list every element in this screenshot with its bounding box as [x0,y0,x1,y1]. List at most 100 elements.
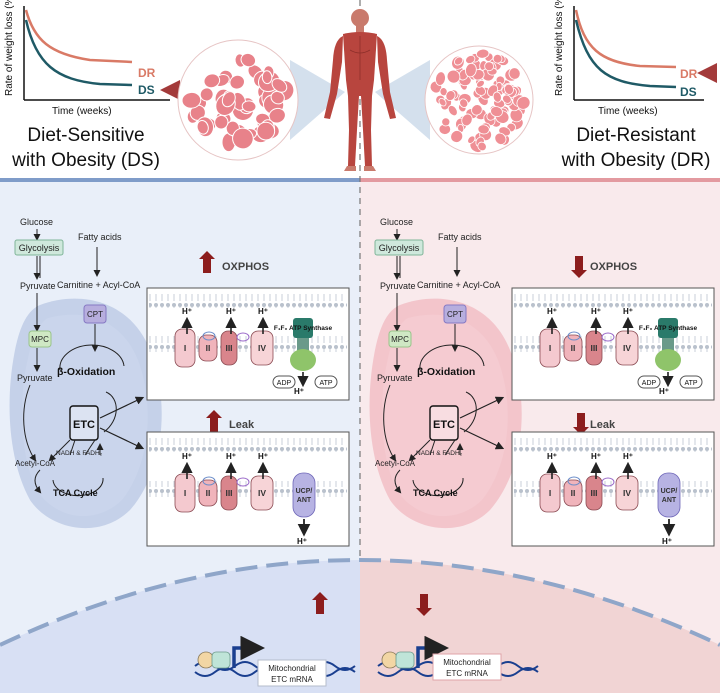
proton-label: H⁺ [659,387,669,396]
muscle-fiber [459,98,469,108]
complex-label: I [184,343,186,353]
beta-oxidation-label: β-Oxidation [57,366,115,378]
complex-1 [174,328,196,368]
muscle-fiber [447,105,458,117]
mpc-box [28,330,52,348]
muscle-fiber [516,96,531,110]
ucp-label: UCP/ [296,488,313,495]
proton-label: H⁺ [623,452,633,461]
glycolysis-label: Glycolysis [19,243,60,253]
glycolysis-label: Glycolysis [379,243,420,253]
dr-gene-expression: Mitochondrial ETC mRNA [377,635,539,681]
ds-graph-ds-label: DS [138,83,155,97]
muscle-fiber [490,106,503,118]
nuclear-envelope [0,557,720,647]
dr-oxphos-label: OXPHOS [590,261,637,273]
complex-2 [198,334,218,362]
complex-1 [539,473,561,513]
dr-graph-ds-label: DS [680,85,697,99]
muscle-fiber [461,113,473,127]
dr-title-line2: with Obesity (DR) [561,150,711,171]
complex-label: IV [623,343,631,353]
dr-leak-label: Leak [590,419,616,431]
muscle-fiber [494,132,507,145]
nadh-label: NADH & FADH₂ [416,450,463,457]
dr-divider [360,178,720,182]
etc-box [69,405,99,441]
adp-label: ADP [642,380,657,387]
tca-cycle-label: TCA Cycle [413,488,458,498]
dr-leak-down-arrow [573,413,589,435]
atp-synthase-f1 [290,349,316,371]
pyruvate-label: Pyruvate [380,281,416,291]
dr-mrna-down-arrow [416,594,432,616]
ds-oxphos-header: OXPHOS [199,251,269,273]
mpc-box [388,330,412,348]
dr-zoom-cone [375,60,430,140]
proton-label: H⁺ [258,452,268,461]
ucp-ant-carrier [657,472,681,518]
ds-divider [0,178,360,182]
ds-weight-loss-graph: Rate of weight loss (% baseline) Time (w… [4,0,180,117]
ucp-ant-carrier [292,472,316,518]
glucose-label: Glucose [20,217,53,227]
atp-pill [679,375,703,389]
muscle-fiber [477,124,490,135]
glucose-label: Glucose [380,217,413,227]
proton-label: H⁺ [226,307,236,316]
pyruvate-label: Pyruvate [20,281,56,291]
dr-weight-loss-graph: Rate of weight loss (% baseline) Time (w… [554,0,717,117]
pyruvate-inner-label: Pyruvate [17,373,53,383]
ds-gene-expression: Mitochondrial ETC mRNA [194,635,356,687]
ant-label: ANT [662,497,677,504]
complex-label: III [590,343,597,353]
dr-mrna-line2: ETC mRNA [446,669,488,678]
complex-label: I [184,488,186,498]
complex-4 [250,475,274,511]
adp-pill [637,375,661,389]
etc-label: ETC [433,419,455,431]
complex-label: IV [623,488,631,498]
dr-oxphos-header: OXPHOS [571,256,637,278]
dr-oxphos-down-arrow [571,256,587,278]
nadh-label: NADH & FADH₂ [56,450,103,457]
ds-muscle-crosssection [177,39,299,161]
cpt-box [83,304,107,324]
atp-synthase-f1 [655,349,681,371]
dr-pointer-triangle [697,63,717,83]
proton-label: H⁺ [226,452,236,461]
etc-box [429,405,459,441]
ds-pointer-triangle [160,80,180,100]
cpt-label: CPT [447,310,463,319]
carnitine-label: Carnitine + Acyl-CoA [57,280,140,290]
cpt-box [443,304,467,324]
fatty-acids-label: Fatty acids [438,232,482,242]
muscle-fiber [504,83,514,95]
proton-label: H⁺ [297,537,307,546]
adp-label: ADP [277,380,292,387]
muscle-fiber [474,85,486,96]
ant-label: ANT [297,497,312,504]
muscle-fiber [508,67,521,80]
complex-3 [220,330,238,366]
dr-title-line1: Diet-Resistant [576,125,696,146]
muscle-fiber [240,52,257,68]
atp-synthase-label: F₁F₀ ATP Synthase [639,325,698,332]
proton-label: H⁺ [182,307,192,316]
muscle-fiber [465,55,476,64]
ds-mrna-up-arrow [312,592,328,614]
ds-graph-dr-label: DR [138,66,156,80]
muscle-fiber [435,71,446,86]
muscle-fiber [445,90,456,101]
ds-graph-xlabel: Time (weeks) [52,106,112,117]
muscle-fiber [232,127,254,150]
complex-label: III [225,343,232,353]
muscle-fiber [467,135,476,144]
atp-label: ATP [319,380,332,387]
complex-2 [563,334,583,362]
muscle-fiber [502,94,512,104]
muscle-fiber [476,79,485,88]
